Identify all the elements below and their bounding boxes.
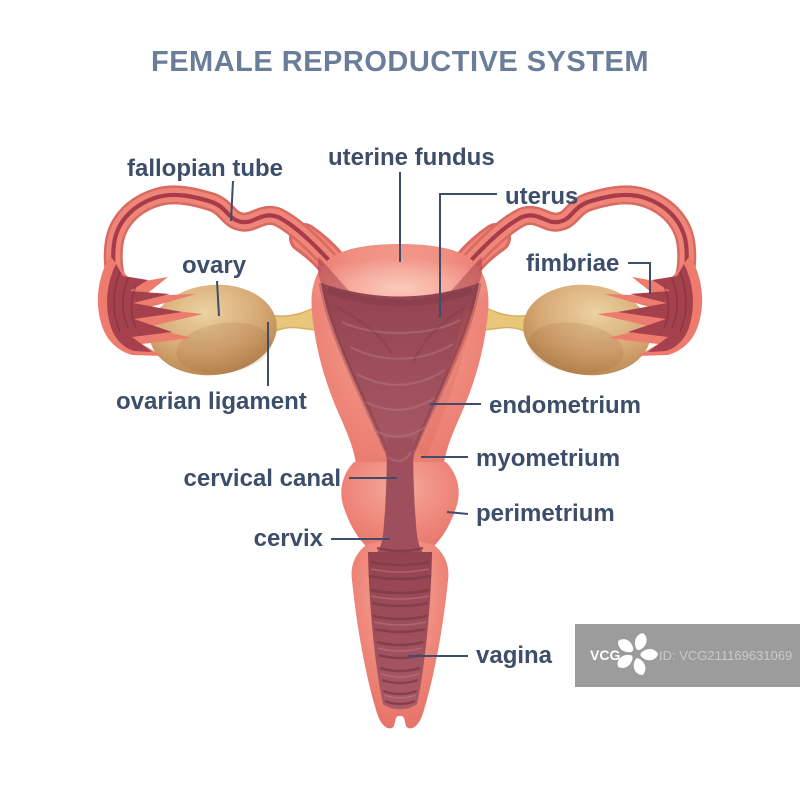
- line-fimbriae: [628, 262, 651, 294]
- right-adnexa: [464, 195, 702, 382]
- line-perimetrium: [446, 511, 469, 515]
- label-endometrium: endometrium: [489, 392, 641, 419]
- label-ovary: ovary: [182, 252, 247, 279]
- vagina-ridges: [368, 546, 432, 706]
- uterine-cavity: [318, 282, 482, 710]
- pointer-lines: [216, 172, 651, 657]
- label-ovarian-ligament: ovarian ligament: [116, 388, 307, 415]
- label-fallopian-tube: fallopian tube: [127, 155, 283, 182]
- watermark: VCG ID: VCG211169631069: [575, 624, 800, 687]
- vcg-logo-icon: [617, 633, 659, 675]
- label-myometrium: myometrium: [476, 445, 620, 472]
- label-cervix: cervix: [254, 525, 324, 552]
- page-title: FEMALE REPRODUCTIVE SYSTEM: [151, 46, 649, 78]
- line-ovary: [216, 280, 220, 317]
- vcg-logo-text: VCG: [590, 647, 620, 663]
- line-fallopian-tube: [230, 180, 234, 222]
- label-perimetrium: perimetrium: [476, 500, 615, 527]
- label-vagina: vagina: [476, 642, 553, 669]
- label-fimbriae: fimbriae: [526, 250, 619, 277]
- line-uterus: [439, 193, 497, 318]
- label-uterus: uterus: [505, 183, 578, 210]
- label-cervical-canal: cervical canal: [184, 465, 341, 492]
- labels: fallopian tube uterine fundus uterus ova…: [116, 144, 641, 669]
- watermark-id: ID: VCG211169631069: [659, 648, 792, 663]
- label-uterine-fundus: uterine fundus: [328, 144, 495, 171]
